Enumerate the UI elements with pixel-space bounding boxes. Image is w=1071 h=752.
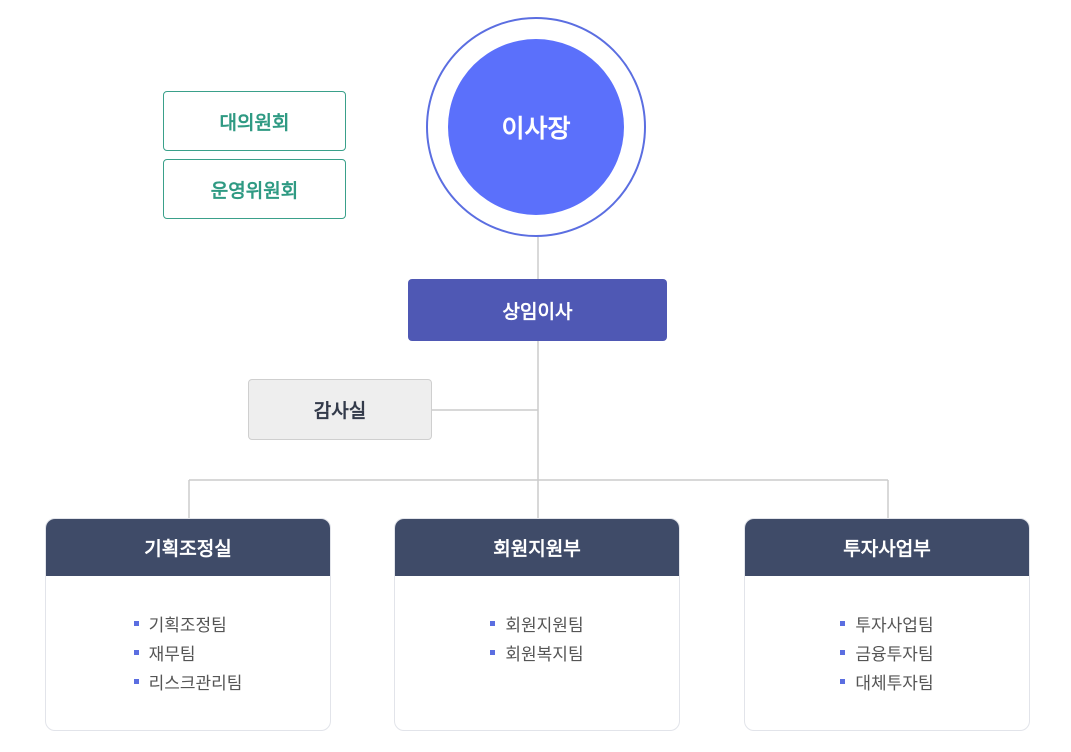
bullet-icon xyxy=(840,650,846,655)
team-list: 투자사업팀 금융투자팀 대체투자팀 xyxy=(745,576,1029,696)
department-investment: 투자사업부 투자사업팀 금융투자팀 대체투자팀 xyxy=(744,518,1030,731)
bullet-icon xyxy=(840,679,846,684)
team-list: 회원지원팀 회원복지팀 xyxy=(395,576,679,667)
team-label: 기획조정팀 xyxy=(148,616,227,636)
team-label: 재무팀 xyxy=(148,645,196,665)
team-item: 회원복지팀 xyxy=(490,638,584,667)
team-label: 회원복지팀 xyxy=(505,645,584,665)
team-item: 리스크관리팀 xyxy=(133,667,243,696)
department-header: 회원지원부 xyxy=(395,519,679,576)
department-planning: 기획조정실 기획조정팀 재무팀 리스크관리팀 xyxy=(45,518,331,731)
chairman-node: 이사장 xyxy=(426,17,646,237)
bullet-icon xyxy=(133,621,139,626)
bullet-icon xyxy=(840,621,846,626)
department-header: 투자사업부 xyxy=(745,519,1029,576)
bullet-icon xyxy=(133,650,139,655)
committee-delegates: 대의원회 xyxy=(163,91,346,151)
committee-steering: 운영위원회 xyxy=(163,159,346,219)
department-header: 기획조정실 xyxy=(46,519,330,576)
department-member-support: 회원지원부 회원지원팀 회원복지팀 xyxy=(394,518,680,731)
team-item: 투자사업팀 xyxy=(840,609,934,638)
team-label: 리스크관리팀 xyxy=(148,674,243,694)
bullet-icon xyxy=(133,679,139,684)
team-item: 대체투자팀 xyxy=(840,667,934,696)
team-label: 금융투자팀 xyxy=(855,645,934,665)
team-label: 대체투자팀 xyxy=(855,674,934,694)
bullet-icon xyxy=(490,621,496,626)
team-item: 회원지원팀 xyxy=(490,609,584,638)
bullet-icon xyxy=(490,650,496,655)
audit-office-node: 감사실 xyxy=(248,379,432,440)
team-label: 회원지원팀 xyxy=(505,616,584,636)
team-item: 재무팀 xyxy=(133,638,243,667)
team-item: 기획조정팀 xyxy=(133,609,243,638)
executive-director-node: 상임이사 xyxy=(408,279,667,341)
team-list: 기획조정팀 재무팀 리스크관리팀 xyxy=(46,576,330,696)
team-label: 투자사업팀 xyxy=(855,616,934,636)
team-item: 금융투자팀 xyxy=(840,638,934,667)
chairman-label: 이사장 xyxy=(448,39,624,215)
